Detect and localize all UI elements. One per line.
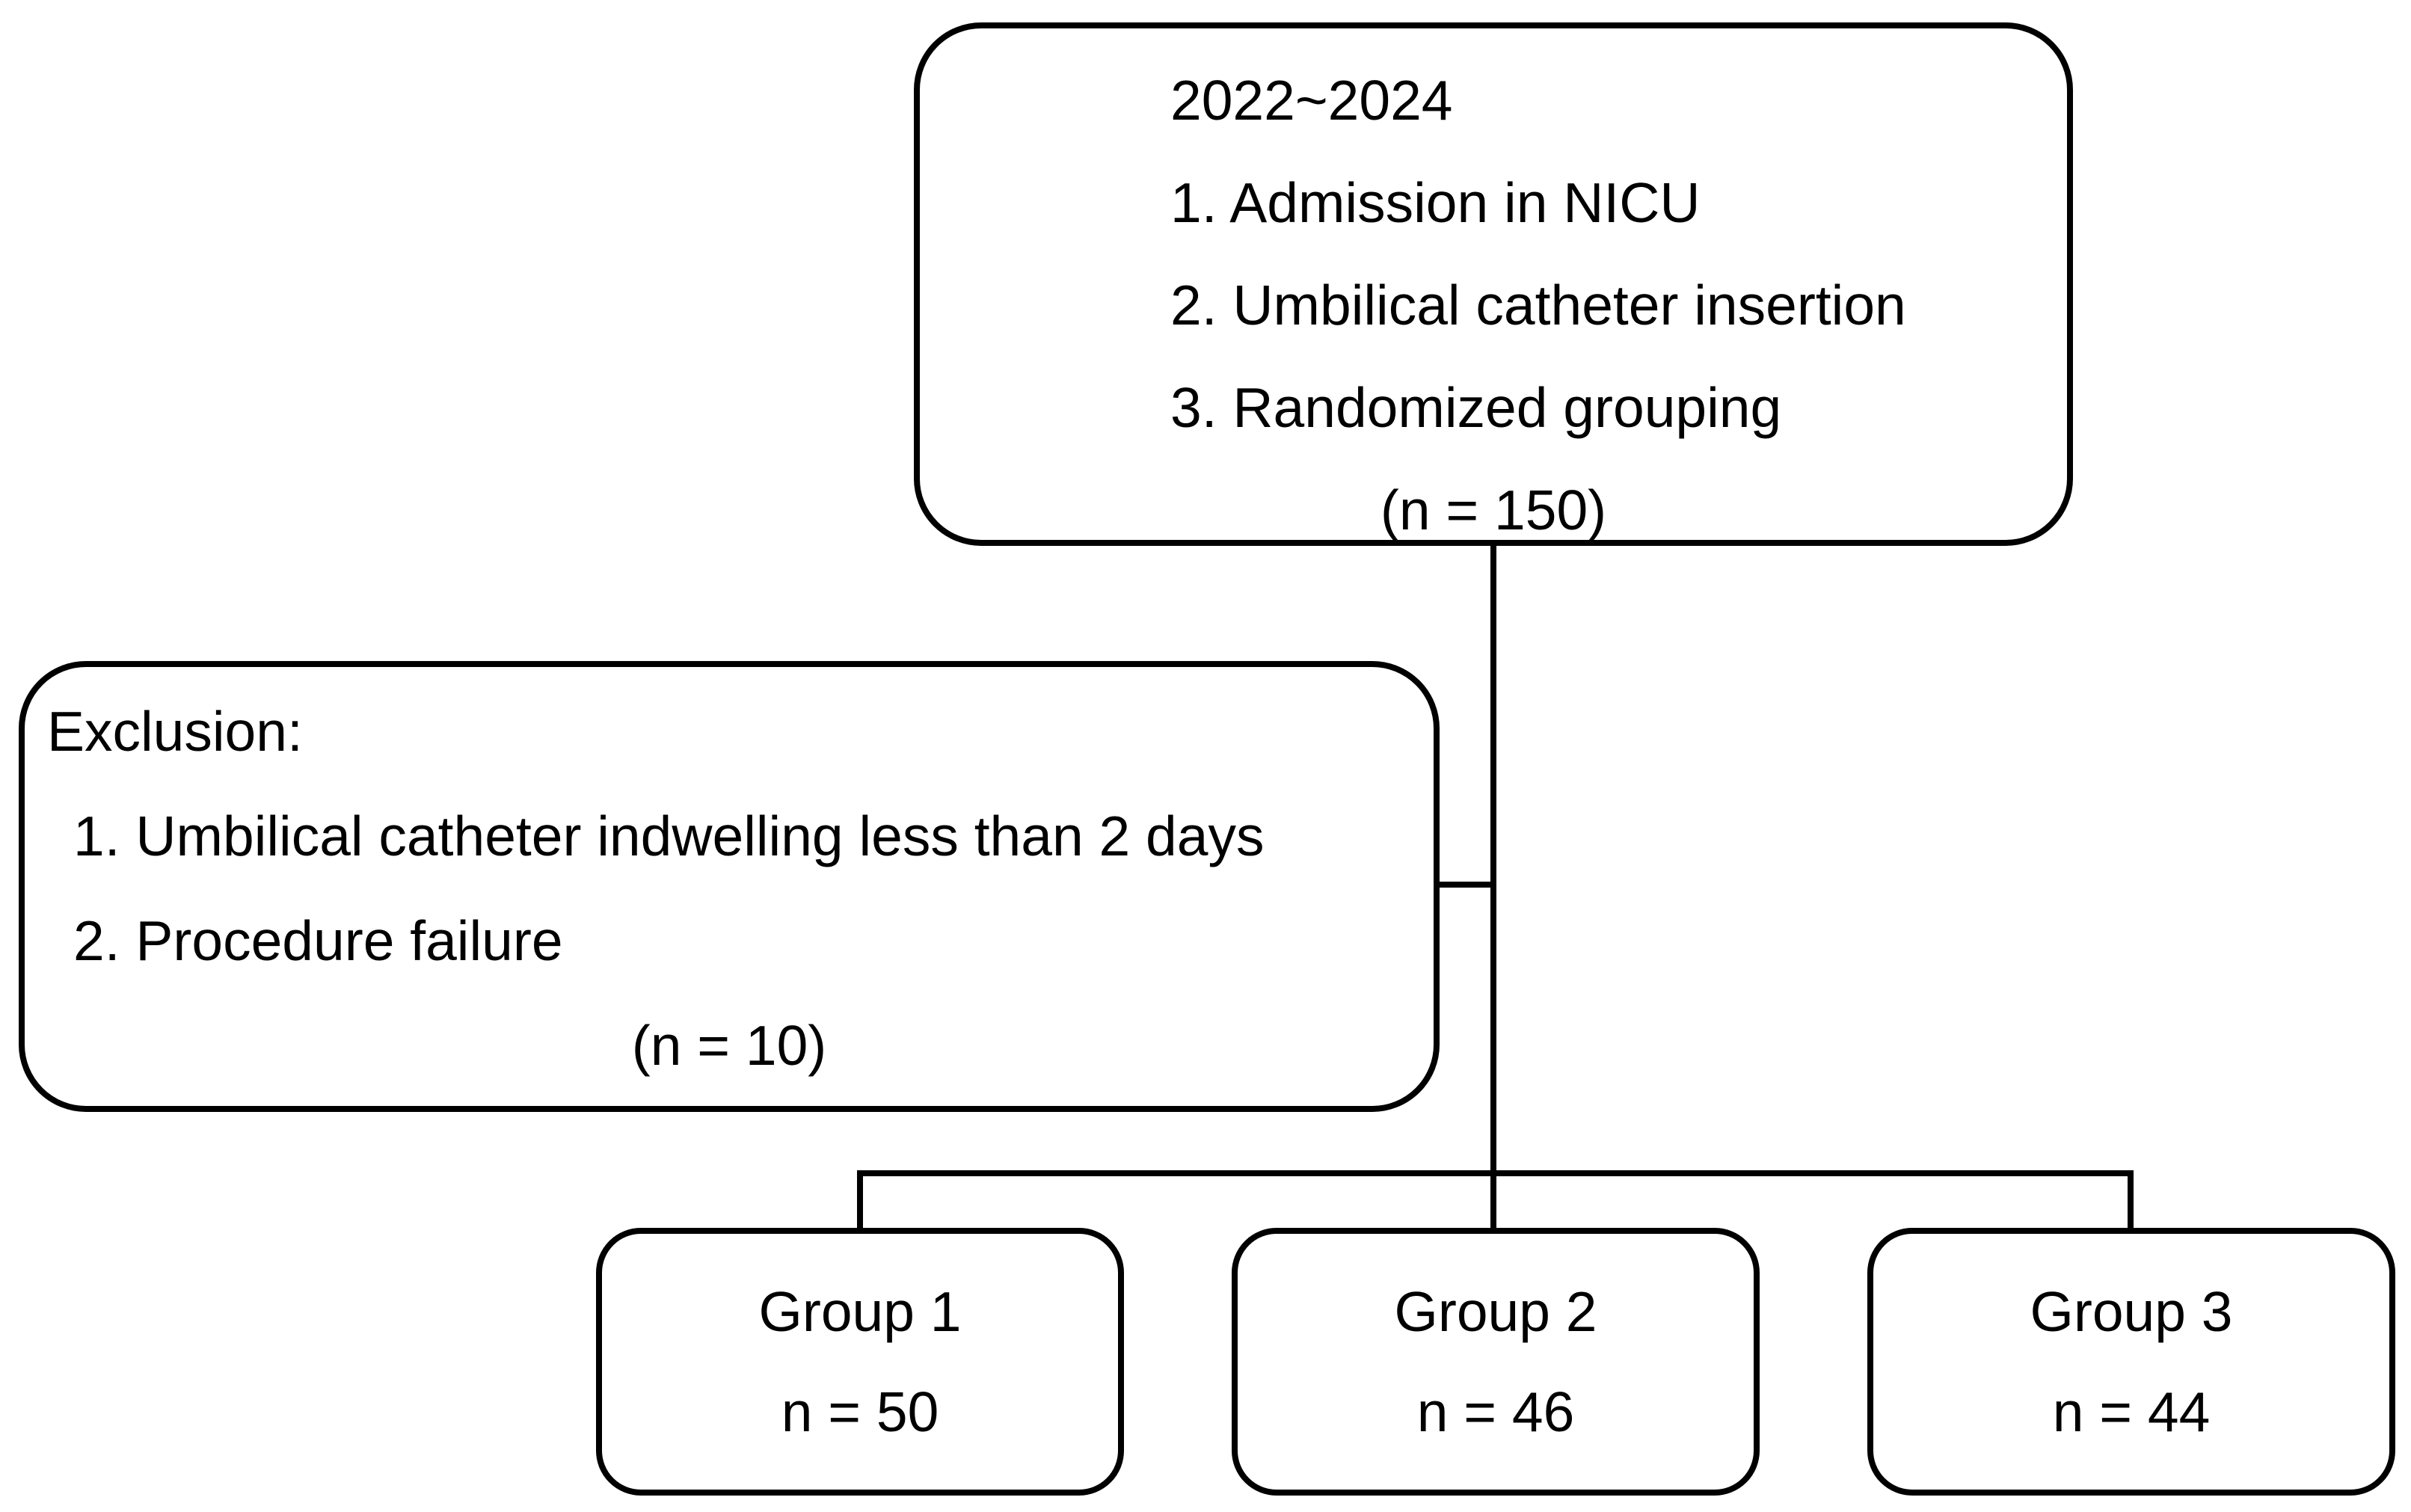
connector-exclusion: [1440, 882, 1496, 888]
enrollment-period: 2022~2024: [1170, 69, 1453, 132]
connector-branch-to-group-3: [2128, 1170, 2134, 1228]
group-2-box: Group 2 n = 46: [1232, 1228, 1760, 1496]
enrollment-box: 2022~2024 1. Admission in NICU 2. Umbili…: [914, 22, 2073, 546]
exclusion-item-1: 1. Umbilical catheter indwelling less th…: [73, 805, 1265, 867]
enrollment-step-2: 2. Umbilical catheter insertion: [1170, 274, 1906, 336]
group-3-count: n = 44: [2052, 1380, 2211, 1443]
group-1-box: Group 1 n = 50: [596, 1228, 1124, 1496]
exclusion-title: Exclusion:: [47, 700, 303, 763]
group-3-box: Group 3 n = 44: [1867, 1228, 2395, 1496]
group-1-count: n = 50: [781, 1380, 939, 1443]
group-2-label: Group 2: [1394, 1280, 1597, 1343]
group-2-count: n = 46: [1416, 1380, 1575, 1443]
group-3-label: Group 3: [2030, 1280, 2233, 1343]
exclusion-box: Exclusion: 1. Umbilical catheter indwell…: [19, 661, 1440, 1112]
enrollment-count: (n = 150): [1380, 479, 1607, 541]
exclusion-count: (n = 10): [631, 1014, 827, 1077]
enrollment-step-3: 3. Randomized grouping: [1170, 376, 1782, 439]
exclusion-item-2: 2. Procedure failure: [73, 909, 563, 972]
branch-line: [857, 1170, 2134, 1176]
group-1-label: Group 1: [758, 1280, 962, 1343]
connector-branch-to-group-1: [857, 1170, 863, 1228]
enrollment-step-1: 1. Admission in NICU: [1170, 171, 1701, 234]
